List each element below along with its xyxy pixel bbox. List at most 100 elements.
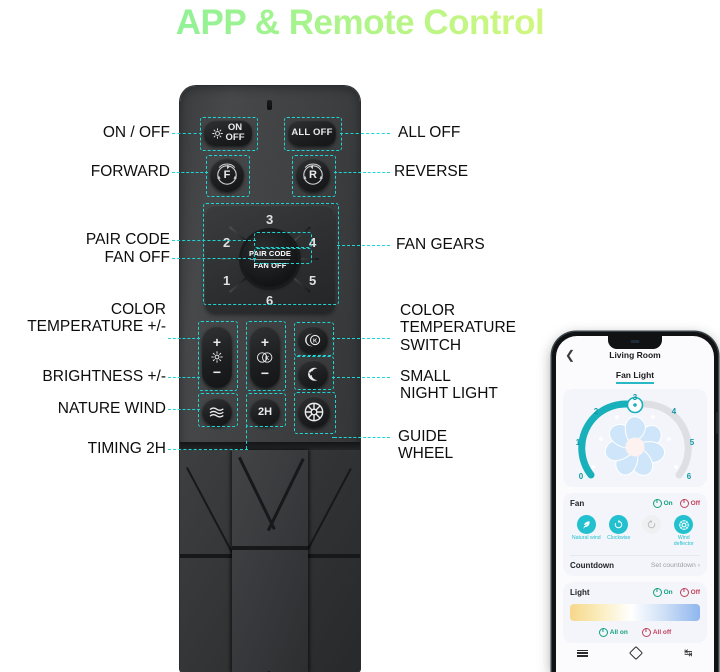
remote-guide-wheel-button[interactable] — [298, 396, 330, 428]
fan-speed-dial[interactable]: 0 1 2 3 4 5 6 — [569, 393, 701, 487]
all-off-button[interactable]: All off — [641, 627, 672, 637]
dial-spoke — [221, 258, 243, 260]
dial-number-6[interactable]: 6 — [266, 293, 274, 308]
tab-fan-light[interactable]: Fan Light — [615, 370, 655, 384]
svg-text:6: 6 — [687, 472, 692, 481]
fan-mode-buttons: Natural wind Clockwise — [570, 515, 700, 548]
light-on-button[interactable]: On — [652, 587, 673, 597]
chevron-left-icon[interactable]: ❮ — [565, 348, 576, 362]
back-icon[interactable]: ↹ — [684, 647, 693, 659]
sun-icon — [211, 351, 223, 363]
fan-on-button[interactable]: On — [652, 499, 673, 508]
fan-speed-dial-card[interactable]: 0 1 2 3 4 5 6 — [563, 389, 707, 487]
countdown-value[interactable]: Set countdown › — [650, 561, 700, 569]
remote-lower-panel — [180, 442, 360, 672]
moon-kelvin-icon: K — [305, 333, 321, 347]
label-fan-gears: FAN GEARS — [396, 236, 485, 253]
remote-on-off-button[interactable]: ON OFF — [204, 120, 252, 146]
svg-text:2: 2 — [594, 407, 599, 416]
color-temperature-slider[interactable] — [570, 603, 700, 621]
svg-text:1: 1 — [576, 438, 581, 447]
color-temp-plus-label[interactable]: + — [260, 333, 270, 350]
color-temp-minus-label[interactable]: − — [260, 364, 270, 381]
forward-label: F — [223, 168, 231, 181]
divider — [250, 258, 290, 260]
phone-notch — [608, 336, 662, 349]
brightness-minus-label[interactable]: − — [212, 364, 222, 380]
fan-mode-label: Clockwise — [607, 535, 631, 541]
all-off-label: All off — [652, 628, 672, 636]
phone-power-button[interactable] — [716, 412, 718, 434]
dial-number-1[interactable]: 1 — [223, 273, 231, 288]
remote-timing-button[interactable]: 2H — [250, 398, 280, 426]
moon-star-icon — [307, 367, 317, 381]
rotate-forward-icon: F — [213, 161, 241, 189]
remote-brightness-button[interactable]: + − — [202, 326, 232, 388]
remote-night-light-button[interactable] — [298, 360, 328, 388]
remote-forward-button[interactable]: F — [210, 158, 244, 192]
fan-mode-natural-wind[interactable]: Natural wind — [570, 515, 603, 548]
svg-text:K: K — [265, 355, 269, 361]
light-section-card: Light On Off All on — [563, 581, 707, 643]
dial-number-5[interactable]: 5 — [309, 273, 317, 288]
countdown-value-text: Set countdown — [650, 561, 696, 569]
remote-reverse-button[interactable]: R — [296, 158, 330, 192]
remote-color-temperature-switch-button[interactable]: K — [298, 326, 328, 354]
home-icon[interactable] — [629, 645, 644, 661]
remote-color-temperature-button[interactable]: + K − — [250, 326, 280, 388]
fan-mode-label: Natural wind — [571, 535, 601, 541]
dial-spoke — [228, 226, 248, 242]
fan-mode-anticlockwise[interactable] — [635, 515, 668, 548]
light-on-label: On — [663, 588, 673, 596]
dial-spoke — [297, 258, 319, 260]
dial-number-4[interactable]: 4 — [309, 235, 317, 250]
label-on-off: ON / OFF — [102, 124, 170, 141]
pair-code-fan-off-button[interactable]: PAIR CODE FAN OFF — [242, 231, 298, 287]
power-icon — [652, 499, 662, 508]
remote-nature-wind-button[interactable] — [202, 398, 232, 426]
fan-off-button[interactable]: Off — [679, 499, 700, 508]
panel-center-grip — [232, 450, 308, 672]
fan-mode-wind-deflector[interactable]: Wind deflector — [668, 515, 701, 548]
menu-icon[interactable] — [577, 649, 589, 657]
room-title: Living Room — [609, 350, 661, 360]
label-forward: FORWARD — [90, 163, 170, 180]
off-label: OFF — [225, 132, 245, 143]
fan-section-card: Fan On Off Natural — [563, 493, 707, 576]
light-off-label: Off — [690, 588, 700, 596]
fan-gears-dial-pad[interactable]: 1 2 3 4 5 6 PAIR CODE FAN OFF — [205, 205, 335, 313]
remote-control-body: ON OFF ALL OFF F — [180, 86, 360, 672]
rotate-cw-icon — [609, 515, 629, 534]
fan-on-label: On — [663, 500, 673, 507]
wind-waves-icon — [209, 406, 224, 418]
light-off-button[interactable]: Off — [679, 587, 700, 597]
rotate-ccw-icon — [641, 515, 661, 534]
remote-all-off-button[interactable]: ALL OFF — [288, 120, 336, 146]
svg-text:0: 0 — [579, 472, 584, 481]
reverse-label: R — [309, 168, 317, 181]
deflector-icon — [674, 515, 694, 534]
dial-spoke — [228, 277, 248, 293]
dial-number-3[interactable]: 3 — [266, 212, 274, 227]
android-navigation-bar: ↹ — [556, 642, 714, 664]
power-icon — [641, 627, 651, 637]
power-icon — [652, 587, 662, 597]
page-title: APP & Remote Control — [0, 0, 720, 46]
all-on-button[interactable]: All on — [598, 627, 628, 637]
app-screen: ❮ Living Room Fan Light 0 1 2 3 — [556, 336, 714, 672]
label-pair-code: PAIR CODE — [85, 231, 170, 248]
power-icon — [598, 627, 608, 637]
sun-icon — [211, 127, 223, 139]
light-section-header: Light On Off — [570, 587, 700, 597]
power-icon — [679, 587, 689, 597]
label-all-off: ALL OFF — [398, 124, 461, 141]
brightness-plus-label[interactable]: + — [212, 334, 222, 350]
all-on-label: All on — [609, 628, 628, 636]
power-icon — [679, 499, 689, 508]
fan-mode-clockwise[interactable]: Clockwise — [603, 515, 636, 548]
label-brightness: BRIGHTNESS +/- — [42, 368, 166, 385]
countdown-row[interactable]: Countdown Set countdown › — [570, 554, 700, 570]
light-section-title: Light — [570, 587, 590, 597]
leaf-icon — [576, 515, 596, 534]
dial-number-2[interactable]: 2 — [223, 235, 231, 250]
